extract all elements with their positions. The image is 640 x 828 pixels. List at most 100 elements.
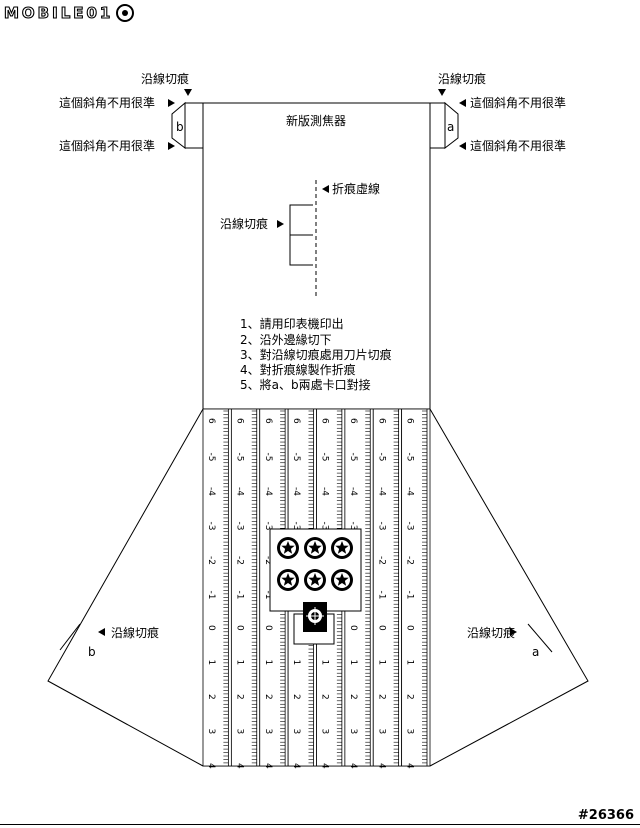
ruler-label: 1 [206,660,216,666]
mobile01-logo: MOBILE01 [3,2,135,24]
ruler-label: 1 [234,660,244,666]
ruler-label: -5 [376,453,386,462]
aperture-icon [277,537,299,559]
ruler-label: 0 [263,625,273,631]
ruler-label: -3 [405,522,415,531]
aperture-icon [331,569,353,591]
ruler-label: -3 [291,522,301,531]
ruler-label: -1 [376,591,386,600]
bevel-note-right-top: 這個斜角不用很準 [470,95,566,110]
ruler-label: 3 [405,729,415,735]
ruler-label: 4 [234,763,244,769]
bottom-rule [0,824,640,825]
aperture-icon [304,537,326,559]
logo-text: MOBILE01 [3,3,114,22]
ruler-label: -5 [291,453,301,462]
aperture-icon [331,537,353,559]
ruler-label: -5 [263,453,273,462]
ruler-label: -4 [376,487,386,496]
ruler-label: 4 [348,763,358,769]
ruler-label: 6 [263,418,273,424]
ruler-label: -3 [348,522,358,531]
arrow-down-icon [438,89,446,96]
fan-right-cut-mark [527,623,553,653]
focus-target-icon [303,602,327,632]
ruler-label: 3 [376,729,386,735]
arrow-right-icon [168,142,175,150]
ruler-label: 2 [291,694,301,700]
ruler-label: 0 [348,625,358,631]
ruler-label: 1 [405,660,415,666]
ruler-label: 6 [376,418,386,424]
ruler-label: -4 [405,487,415,496]
ruler-label: 4 [320,763,330,769]
ruler-label: -2 [376,556,386,565]
instruction-list: 1、請用印表機印出 2、沿外邊緣切下 3、對沿線切痕處用刀片切痕 4、對折痕線製… [240,316,392,392]
ruler-label: -5 [405,453,415,462]
ruler-label: -5 [206,453,216,462]
tab-a-letter: a [447,120,454,134]
arrow-left-icon [322,185,329,193]
diagram-title: 新版測焦器 [286,113,346,128]
ruler-label: -5 [234,453,244,462]
ruler-label: 1 [348,660,358,666]
instruction-1: 1、請用印表機印出 [240,316,344,331]
ruler-label: 2 [234,694,244,700]
instruction-5: 5、將a、b兩處卡口對接 [240,377,371,392]
ruler-label: 1 [376,660,386,666]
ruler-label: -4 [291,487,301,496]
ruler-label: -4 [234,487,244,496]
ruler-label: 3 [263,729,273,735]
ruler-label: 2 [263,694,273,700]
ruler-label: 1 [320,660,330,666]
tab-b-letter: b [176,120,184,134]
ruler-label: 0 [376,625,386,631]
ruler-label: 1 [263,660,273,666]
ruler-label: -1 [263,591,273,600]
arrow-left-icon [459,99,466,107]
ruler-label: -4 [206,487,216,496]
bevel-note-left-top: 這個斜角不用很準 [59,95,155,110]
ruler-label: 4 [263,763,273,769]
cut-label-top-left: 沿線切痕 [141,71,189,86]
ruler-label: 0 [234,625,244,631]
ruler-label: -4 [348,487,358,496]
ruler-label: -4 [263,487,273,496]
ruler-label: 4 [206,763,216,769]
fan-left-letter: b [88,645,96,659]
ruler-label: 3 [206,729,216,735]
ruler-label: -3 [263,522,273,531]
watermark: #26366 [577,808,634,823]
ruler-label: -3 [320,522,330,531]
ruler-label: -1 [405,591,415,600]
ruler-label: 3 [320,729,330,735]
instruction-4: 4、對折痕線製作折痕 [240,362,356,377]
ruler-label: 2 [376,694,386,700]
ruler-label: 2 [405,694,415,700]
ruler-label: 4 [291,763,301,769]
arrow-left-icon [459,142,466,150]
ruler-label: -2 [206,556,216,565]
ruler-label: 2 [320,694,330,700]
ruler-label: 0 [206,625,216,631]
cut-label-top-right: 沿線切痕 [438,71,486,86]
ruler-label: 3 [234,729,244,735]
ruler-label: 3 [291,729,301,735]
ruler-label: 6 [291,418,301,424]
ruler-label: -1 [234,591,244,600]
fan-right-letter: a [532,645,539,659]
ruler-label: -3 [376,522,386,531]
aperture-icon [304,569,326,591]
ruler-label: -2 [405,556,415,565]
arrow-down-icon [184,89,192,96]
ruler-label: -5 [348,453,358,462]
instruction-2: 2、沿外邊緣切下 [240,333,332,347]
fold-line-label: 折痕虛線 [332,181,380,196]
ruler-label: -1 [206,591,216,600]
ruler-label: 4 [405,763,415,769]
ruler-label: 2 [206,694,216,700]
